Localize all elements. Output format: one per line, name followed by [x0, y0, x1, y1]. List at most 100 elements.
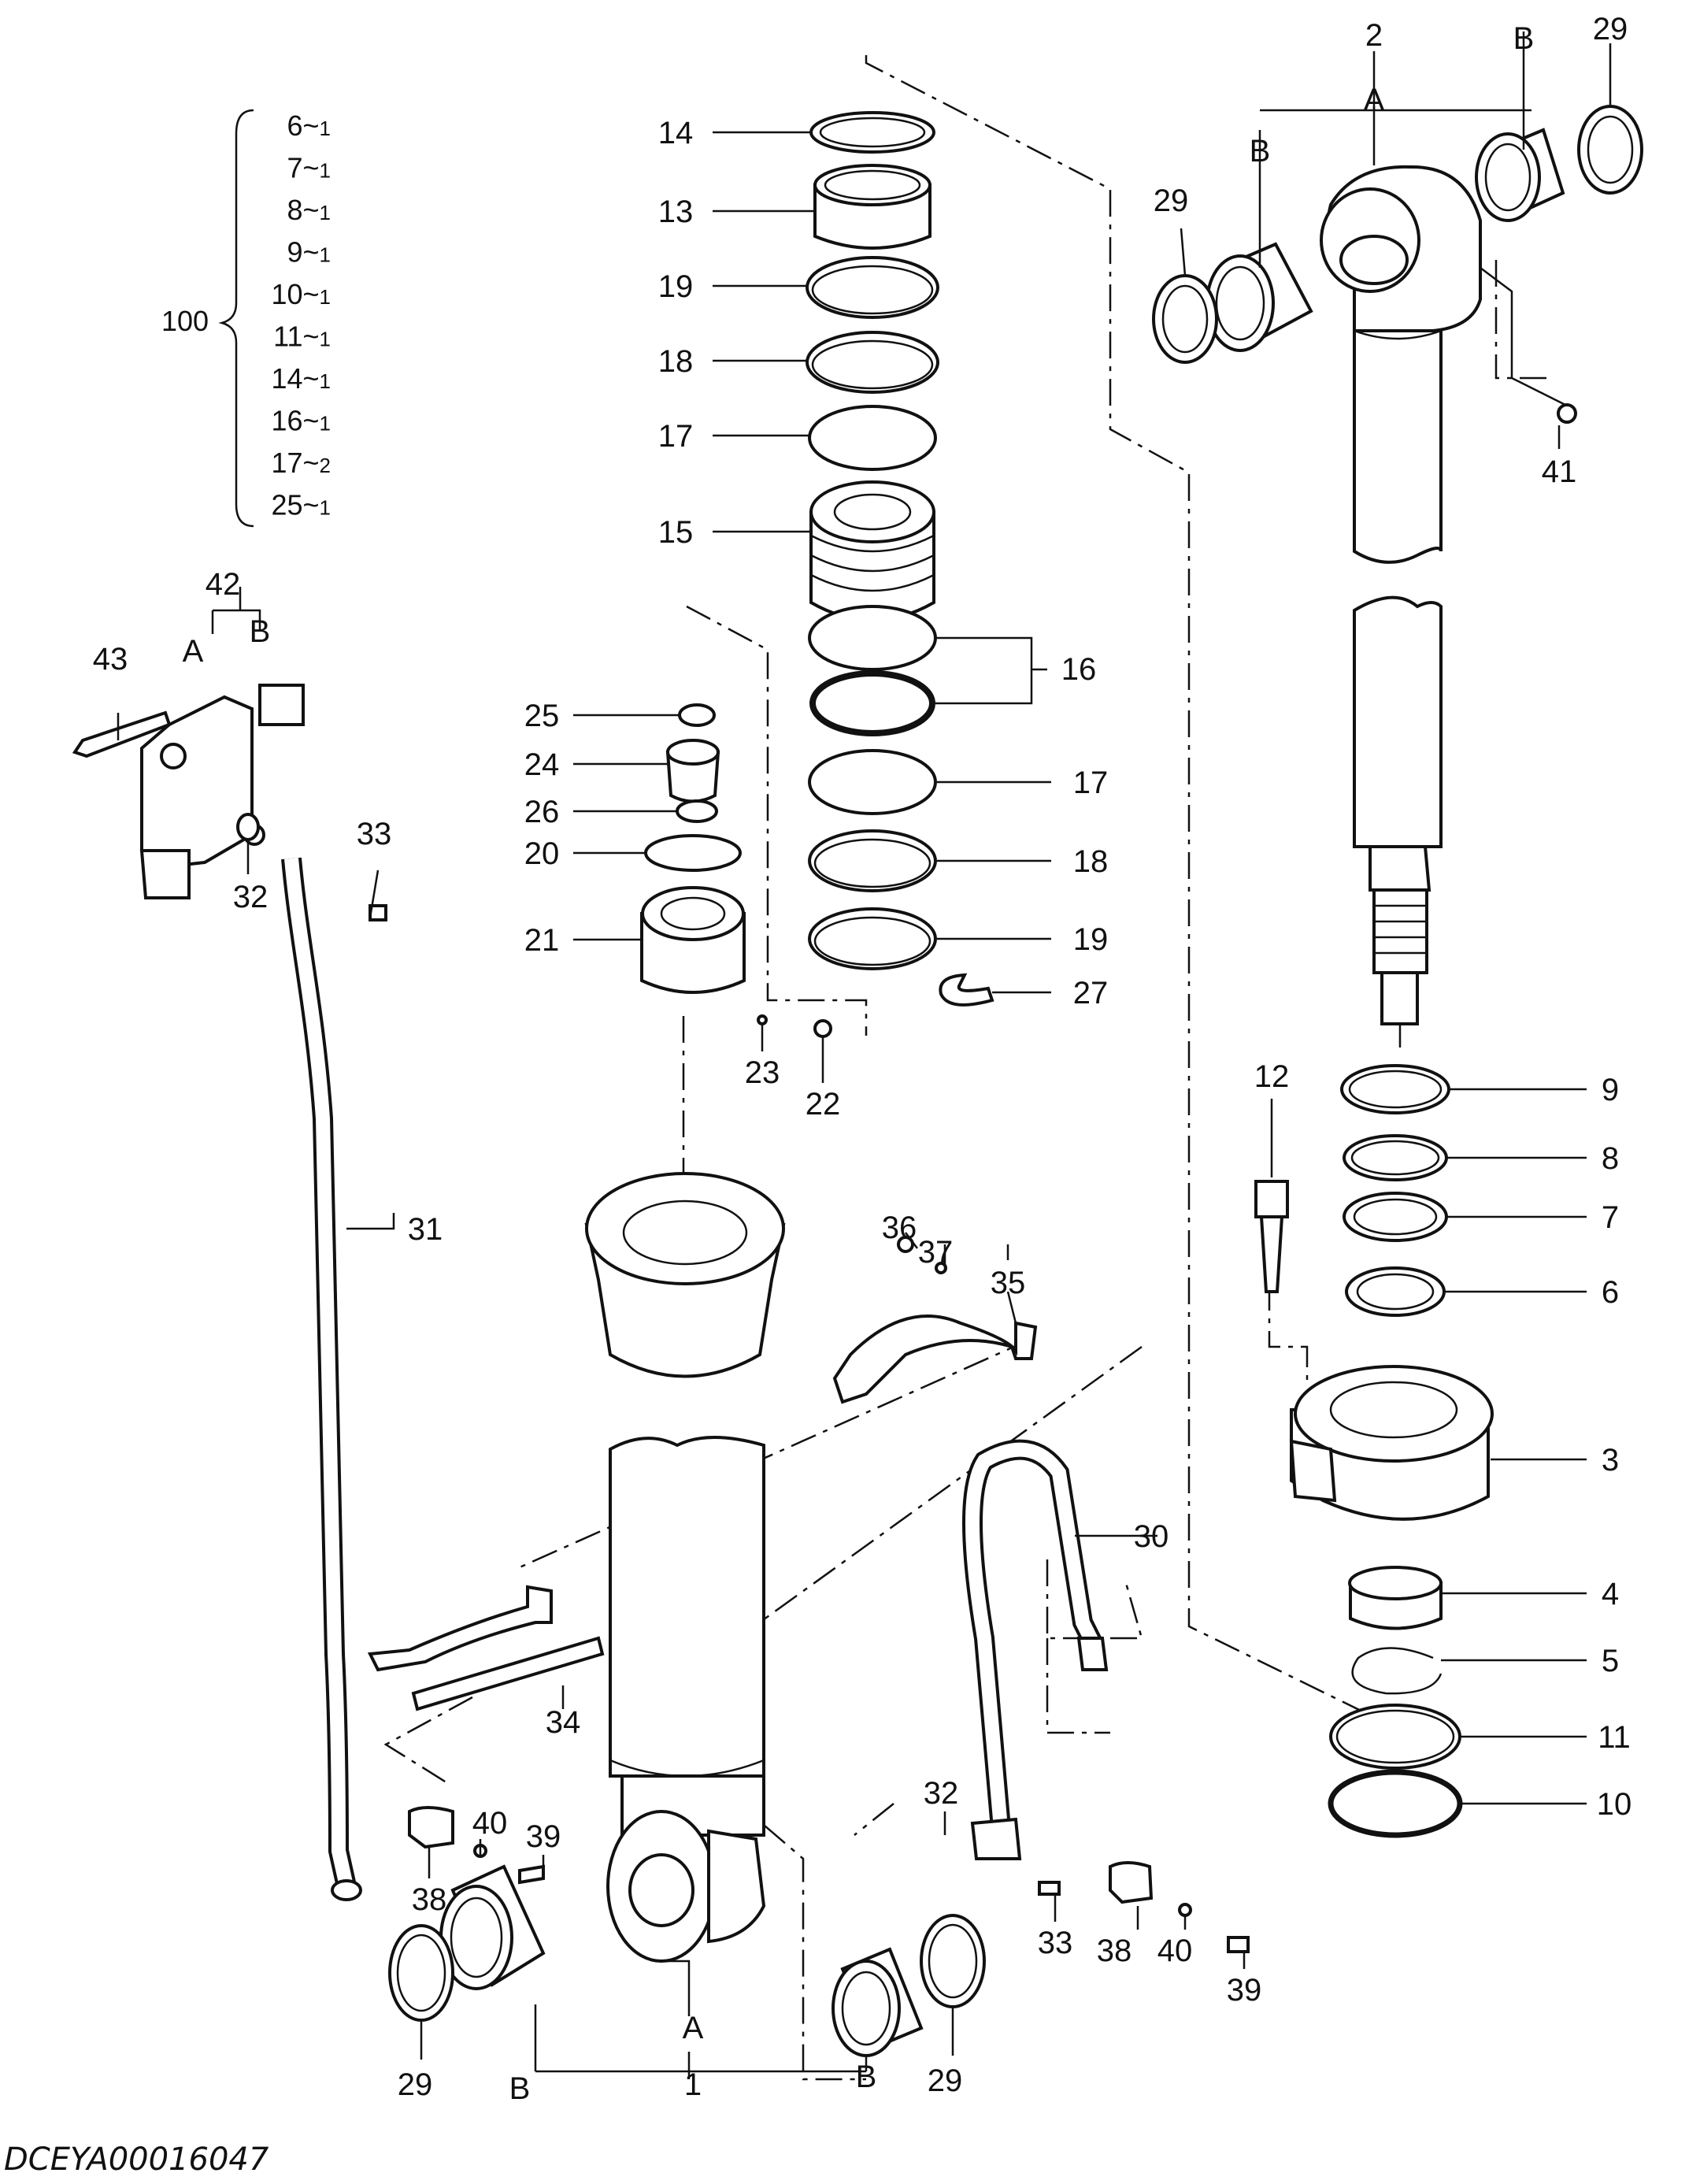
wear-ring-18-bottom	[808, 829, 937, 892]
o-ring-32-valve	[236, 813, 260, 841]
grease-nipple-rod	[1480, 267, 1577, 424]
callout-21: 21	[524, 923, 560, 958]
kit-item-part: 7	[287, 152, 302, 184]
kit-item-11: 11~1	[273, 321, 331, 353]
label-b-tube-left: B	[509, 2071, 531, 2106]
kit-item-separator: ~	[303, 489, 320, 521]
washer-20	[644, 834, 742, 872]
callout-32-valve: 32	[233, 880, 269, 914]
seal-16	[808, 605, 937, 736]
ring-7	[1343, 1192, 1448, 1242]
callout-12: 12	[1254, 1059, 1290, 1094]
callout-38-left: 38	[412, 1882, 447, 1917]
dust-seal-tube-right	[920, 1914, 986, 2008]
kit-item-qty: 1	[320, 285, 331, 309]
kit-item-part: 9	[287, 236, 302, 269]
kit-item-8: 8~1	[287, 194, 331, 226]
callout-19-bottom: 19	[1073, 922, 1109, 957]
callout-25: 25	[524, 699, 560, 733]
pipe-clamp-35	[832, 1314, 1038, 1404]
wear-ring-19-bottom	[808, 907, 937, 970]
seal-ring-14	[809, 111, 935, 154]
kit-item-separator: ~	[303, 321, 320, 353]
kit-item-qty: 1	[320, 328, 331, 351]
kit-item-qty: 1	[320, 159, 331, 183]
callout-labels: 14 13 19 18 17 15 16 17 18 19 27 25 24 2…	[93, 12, 1632, 2106]
kit-item-qty: 1	[320, 243, 331, 267]
kit-item-separator: ~	[303, 362, 320, 395]
callout-8: 8	[1602, 1141, 1619, 1176]
kit-item-9: 9~1	[287, 236, 331, 269]
bolt-43	[72, 710, 172, 758]
kit-item-6: 6~1	[287, 109, 331, 142]
callout-24: 24	[524, 747, 560, 782]
callout-27: 27	[1073, 976, 1109, 1010]
callout-31: 31	[408, 1212, 443, 1247]
bushing-rod-left	[1206, 242, 1313, 352]
callout-3: 3	[1602, 1443, 1619, 1478]
ring-9	[1340, 1064, 1450, 1114]
callout-29-tube-right: 29	[928, 2063, 963, 2098]
kit-item-14: 14~1	[271, 362, 331, 395]
callout-17-top: 17	[658, 419, 694, 454]
label-a-valve: A	[183, 634, 204, 669]
kit-item-qty: 2	[320, 454, 331, 477]
wear-ring-19-top	[806, 256, 939, 319]
safety-valve-42	[139, 684, 305, 899]
kit-item-separator: ~	[303, 194, 320, 226]
callout-18-bottom: 18	[1073, 844, 1109, 879]
callout-22: 22	[806, 1087, 841, 1122]
label-b-rod-right: B	[1513, 21, 1535, 56]
callout-20: 20	[524, 836, 560, 871]
callout-38-right: 38	[1097, 1934, 1132, 1968]
callout-32-right: 32	[924, 1776, 959, 1811]
kit-item-part: 25	[271, 489, 302, 521]
callout-5: 5	[1602, 1644, 1619, 1678]
ball-23	[757, 1014, 768, 1025]
callout-37: 37	[918, 1235, 954, 1270]
bushing-tube-left	[439, 1864, 546, 1990]
callout-40-left: 40	[472, 1806, 508, 1841]
kit-item-qty: 1	[320, 117, 331, 140]
callout-29-rod-right: 29	[1593, 12, 1628, 46]
callout-9: 9	[1602, 1073, 1619, 1107]
kit-item-separator: ~	[303, 152, 320, 184]
kit-item-separator: ~	[303, 236, 320, 269]
ring-25	[678, 703, 716, 727]
leader-lines	[117, 32, 1612, 2079]
bushing-tube-right	[831, 1947, 924, 2057]
bushing-rod-right	[1475, 128, 1565, 222]
ring-6	[1345, 1266, 1446, 1317]
label-a-tube: A	[683, 2011, 704, 2045]
kit-item-qty: 1	[320, 369, 331, 393]
piston-nut-21	[640, 886, 746, 994]
callout-7: 7	[1602, 1200, 1619, 1235]
kit-number: 100	[161, 305, 209, 337]
kit-brace	[218, 109, 254, 528]
clamp-38-right	[1109, 1861, 1154, 1904]
callout-29-rod-left: 29	[1154, 184, 1189, 218]
ring-17-top	[808, 405, 937, 471]
callout-43: 43	[93, 642, 128, 677]
kit-item-10: 10~1	[271, 278, 331, 310]
callout-39-left: 39	[526, 1819, 561, 1854]
kit-item-25: 25~1	[271, 489, 331, 521]
callout-42: 42	[206, 567, 241, 602]
kit-items: 6~17~18~19~110~111~114~116~117~225~1	[271, 109, 331, 521]
kit-item-part: 10	[271, 278, 302, 310]
callout-15: 15	[658, 515, 694, 550]
dust-seal-rod-left	[1152, 274, 1218, 364]
label-b-rod-left: B	[1250, 134, 1271, 169]
piston-rod	[1320, 165, 1482, 1048]
set-screw-22	[813, 1019, 832, 1038]
callout-33-valve: 33	[357, 817, 392, 851]
kit-item-part: 17	[271, 447, 302, 479]
clamp-38-left	[408, 1806, 454, 1849]
wear-ring-18-top	[806, 331, 939, 394]
backup-ring-11	[1329, 1704, 1461, 1770]
callout-34: 34	[546, 1705, 581, 1740]
kit-item-separator: ~	[303, 405, 320, 437]
bushing-4	[1348, 1566, 1443, 1630]
callout-1: 1	[684, 2067, 702, 2102]
